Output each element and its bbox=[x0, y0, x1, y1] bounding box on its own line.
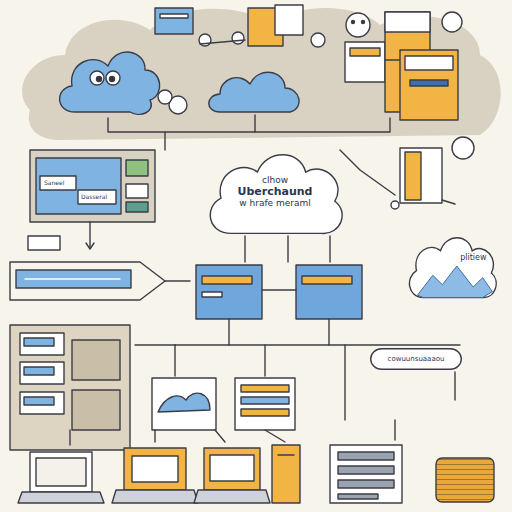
node-text: clhow bbox=[262, 175, 288, 185]
pill-label: cowuunsuaaaou bbox=[370, 348, 462, 370]
node-outline bbox=[404, 231, 500, 301]
panel-text: Saneel bbox=[44, 180, 64, 186]
cloud-node: clhowUberchaundw hrafe meraml bbox=[202, 146, 348, 238]
node-text: plitiew bbox=[460, 253, 486, 262]
node-text: cowuunsuaaaou bbox=[388, 355, 445, 363]
node-text: w hrafe meraml bbox=[239, 198, 311, 208]
node-text: Uberchaund bbox=[237, 186, 312, 199]
cloud-node: plitiew bbox=[404, 231, 500, 301]
panel-text: Dasseral bbox=[81, 194, 107, 200]
